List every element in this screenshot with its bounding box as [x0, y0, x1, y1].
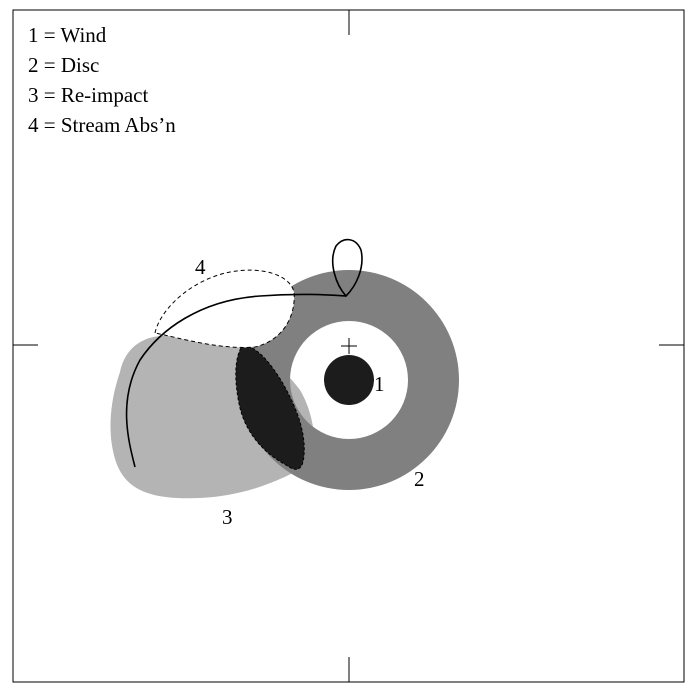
accretion-stream-line: [125, 293, 347, 468]
legend: 1 = Wind 2 = Disc 3 = Re-impact 4 = Stre…: [28, 20, 176, 140]
secondary-lobe-loop: [331, 238, 363, 298]
label-wind: 1: [374, 372, 385, 396]
reimpact-overlap-region: [235, 344, 305, 470]
label-stream-absorption: 4: [195, 255, 206, 279]
legend-item-disc: 2 = Disc: [28, 53, 100, 77]
label-reimpact: 3: [222, 505, 233, 529]
stream-absorption-region: [154, 269, 295, 348]
label-disc: 2: [414, 467, 425, 491]
legend-item-wind: 1 = Wind: [28, 23, 107, 47]
legend-item-reimpact: 3 = Re-impact: [28, 83, 149, 107]
wind-region: [324, 355, 374, 405]
legend-item-stream-absorption: 4 = Stream Abs’n: [28, 113, 176, 137]
